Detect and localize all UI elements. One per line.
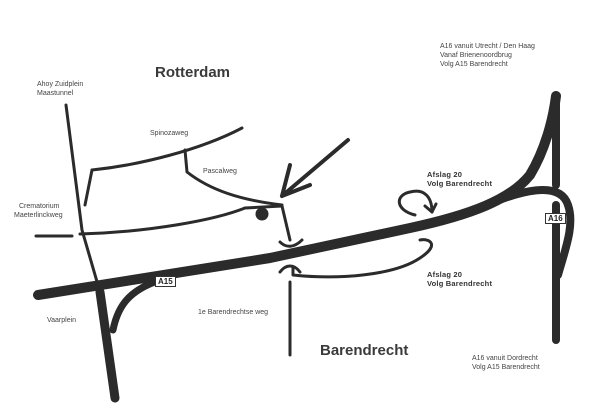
a16-shield: A16 (545, 213, 566, 224)
a16-interchange-loop (476, 186, 575, 279)
a15-motorway (33, 91, 561, 300)
label-ahoy: Ahoy Zuidplein Maastunnel (37, 81, 84, 97)
city-rotterdam: Rotterdam (155, 64, 231, 81)
ahoy-road (64, 103, 102, 294)
label-a16-south: A16 vanuit Dordrecht Volg A15 Barendrech… (472, 355, 540, 371)
label-barendrechtse-weg: 1e Barendrechtse weg (198, 309, 269, 316)
maeterlinckweg (78, 206, 247, 236)
label-exit-top: Afslag 20 Volg Barendrecht (427, 170, 493, 188)
vaarplein-road (95, 287, 120, 403)
pascalweg (183, 148, 284, 207)
label-a16-north: A16 vanuit Utrecht / Den Haag Vanaf Brie… (440, 43, 535, 68)
city-barendrecht: Barendrecht (320, 342, 409, 359)
label-exit-bottom: Afslag 20 Volg Barendrecht (427, 270, 493, 288)
label-spinozaweg: Spinozaweg (150, 130, 189, 137)
direction-arrow-icon (280, 138, 350, 198)
destination-dot-icon (255, 207, 269, 221)
a15-shield: A15 (155, 276, 176, 287)
exit-loop-top (397, 189, 434, 217)
label-pascalweg: Pascalweg (203, 168, 237, 175)
label-vaarplein: Vaarplein (47, 317, 77, 324)
label-crematorium: Crematorium Maeterlinckweg (14, 203, 63, 219)
spinozaweg (90, 126, 244, 172)
connector-road (243, 204, 292, 242)
vaarplein-ramp (109, 276, 164, 334)
